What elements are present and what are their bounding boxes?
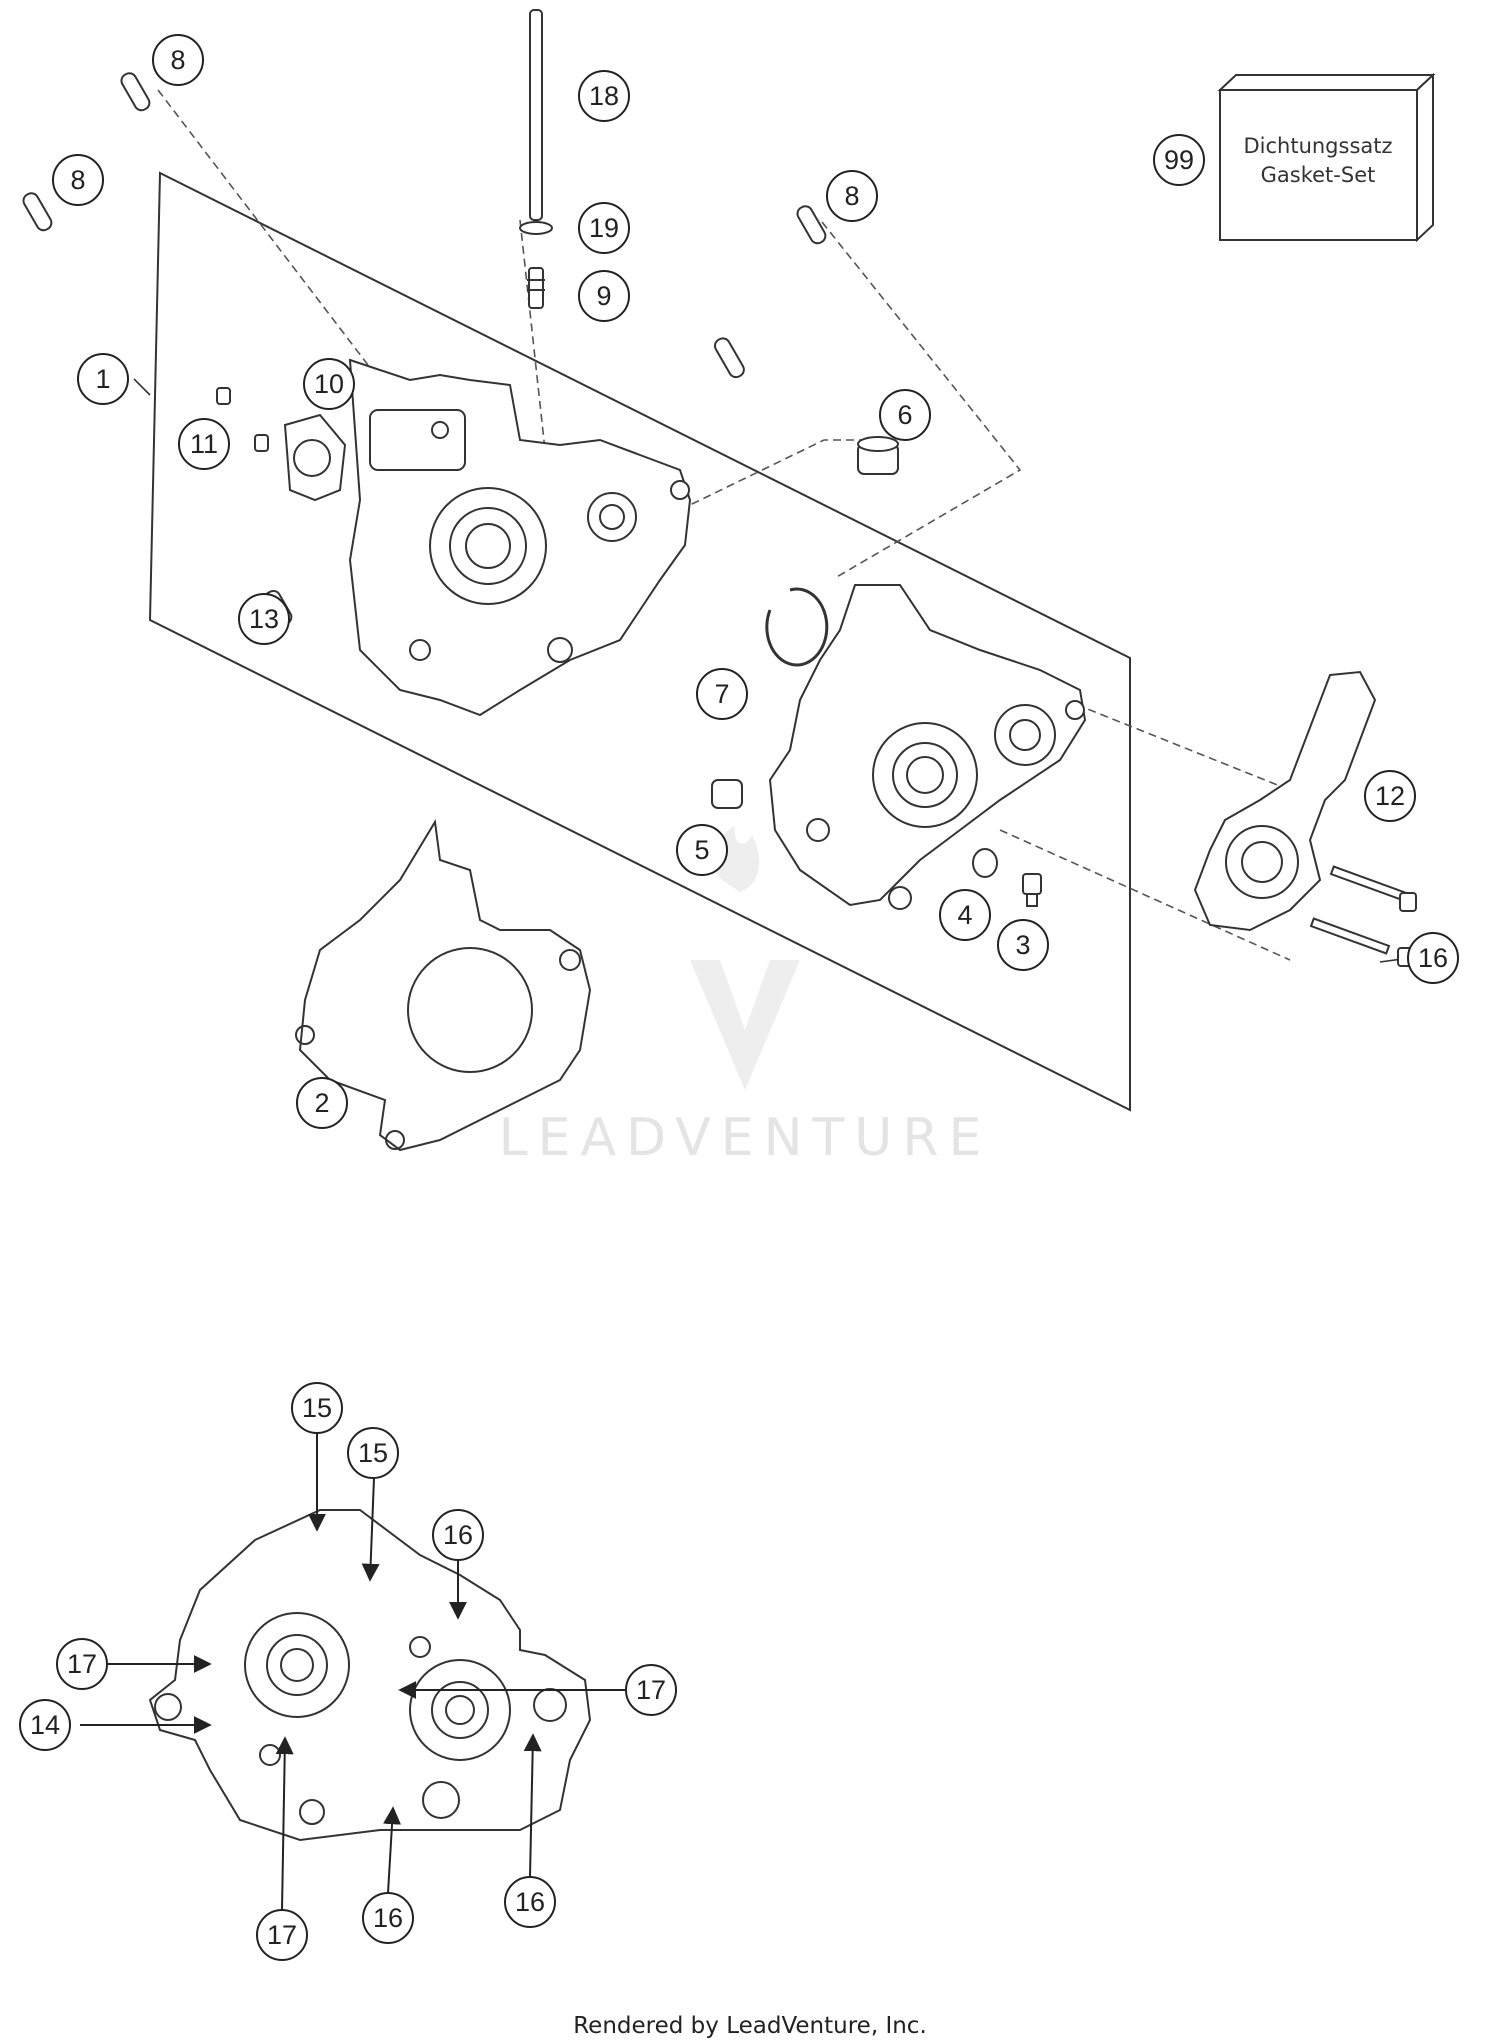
gasket-kit-label-en: Gasket-Set (1261, 163, 1376, 187)
dowel-pin-left (22, 192, 53, 232)
callout-8a: 8 (152, 34, 204, 86)
callout-3: 3 (997, 919, 1049, 971)
dowel-pin-top-left (120, 72, 151, 112)
callout-17a: 17 (56, 1638, 108, 1690)
callout-label: 2 (314, 1088, 329, 1118)
sealing-washer (972, 848, 998, 878)
callout-label: 8 (70, 165, 85, 195)
callout-label: 6 (897, 400, 912, 430)
callout-label: 16 (515, 1887, 545, 1917)
callout-15a: 15 (291, 1382, 343, 1434)
footer-credit: Rendered by LeadVenture, Inc. (573, 2013, 927, 2039)
callout-2: 2 (296, 1077, 348, 1129)
callout-label: 16 (1418, 943, 1448, 973)
gasket-set-box: Dichtungssatz Gasket-Set (1217, 72, 1436, 243)
callout-14: 14 (19, 1699, 71, 1751)
callout-15b: 15 (347, 1427, 399, 1479)
callout-label: 19 (589, 213, 619, 243)
round-gasket (283, 413, 347, 502)
callout-label: 7 (714, 679, 729, 709)
dowel-pin-right (796, 205, 827, 245)
long-stud-rod (529, 9, 543, 221)
callout-16b: 16 (432, 1509, 484, 1561)
callout-label: 10 (314, 369, 344, 399)
callout-99: 99 (1153, 134, 1205, 186)
dowel-pin-center (713, 337, 745, 379)
callout-16a: 16 (1407, 932, 1459, 984)
watermark-text: LEADVENTURE (499, 1108, 992, 1168)
nipple-fitting (527, 267, 545, 309)
callout-17c: 17 (256, 1909, 308, 1961)
callout-5: 5 (676, 824, 728, 876)
crankcase-bottom-view (148, 1509, 592, 1842)
callout-1: 1 (77, 353, 129, 405)
callout-label: 4 (957, 900, 972, 930)
callout-label: 17 (67, 1649, 97, 1679)
retaining-ring (765, 587, 829, 667)
callout-label: 1 (95, 364, 110, 394)
callout-9: 9 (578, 270, 630, 322)
callout-11: 11 (178, 418, 230, 470)
callout-13: 13 (238, 593, 290, 645)
callout-17b: 17 (625, 1664, 677, 1716)
callout-label: 17 (636, 1675, 666, 1705)
callout-10: 10 (303, 358, 355, 410)
callout-label: 3 (1015, 930, 1030, 960)
callout-label: 5 (694, 835, 709, 865)
callout-12: 12 (1364, 770, 1416, 822)
gasket-kit-label-de: Dichtungssatz (1243, 134, 1392, 158)
callout-19: 19 (578, 202, 630, 254)
crankcase-right-half (768, 584, 1087, 910)
callout-label: 15 (302, 1393, 332, 1423)
callout-16c: 16 (362, 1892, 414, 1944)
callout-label: 8 (844, 181, 859, 211)
callout-6: 6 (879, 389, 931, 441)
callout-label: 9 (596, 281, 611, 311)
assembly-plane-outline (148, 171, 1131, 1112)
alignment-lines (157, 89, 1291, 961)
bottom-view-arrows (80, 1433, 625, 1911)
callout-label: 16 (373, 1903, 403, 1933)
crankcase-left-half (348, 358, 692, 717)
callout-label: 13 (249, 604, 279, 634)
bolts (1309, 865, 1417, 967)
callout-16d: 16 (504, 1876, 556, 1928)
dowel-sleeve-right (711, 779, 743, 809)
callout-7: 7 (696, 668, 748, 720)
retaining-clip (519, 221, 553, 235)
callout-8c: 8 (826, 170, 878, 222)
callout-4: 4 (939, 889, 991, 941)
bearing-bracket (1193, 670, 1377, 932)
callout-label: 8 (170, 45, 185, 75)
small-screws (216, 387, 269, 452)
callout-label: 18 (589, 81, 619, 111)
screw-plug (1022, 873, 1042, 907)
callout-label: 14 (30, 1710, 60, 1740)
callout-8b: 8 (52, 154, 104, 206)
callout-label: 15 (358, 1438, 388, 1468)
callout-label: 16 (443, 1520, 473, 1550)
callout-label: 17 (267, 1920, 297, 1950)
leadventure-watermark: LEADVENTURE (499, 825, 992, 1168)
bushing (857, 436, 899, 475)
callout-label: 99 (1164, 145, 1194, 175)
callout-label: 12 (1375, 781, 1405, 811)
callout-18: 18 (578, 70, 630, 122)
callout-label: 11 (190, 429, 218, 459)
crankcase-gasket (295, 819, 592, 1152)
